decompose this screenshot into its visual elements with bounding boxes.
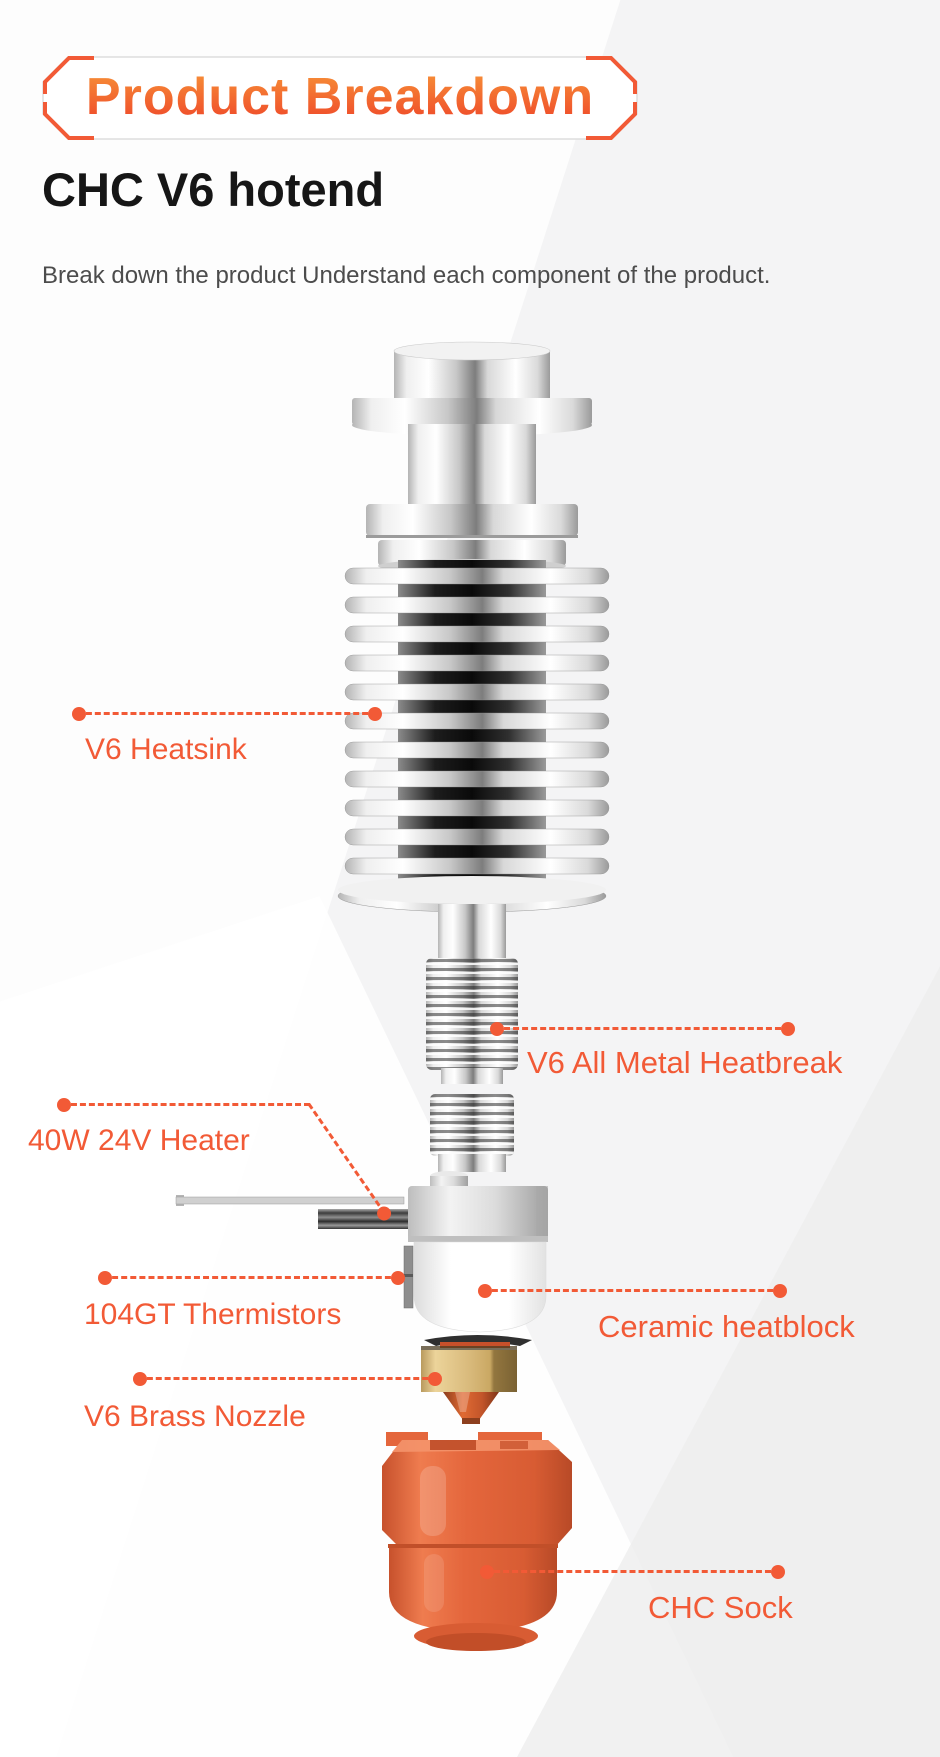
leader-line-nozzle bbox=[133, 1371, 442, 1386]
leader-line-heatsink bbox=[72, 706, 382, 721]
ceramic-heatblock-part bbox=[403, 1171, 548, 1346]
title-plaque: Product Breakdown bbox=[40, 54, 640, 142]
corner-bracket-top-right bbox=[586, 56, 637, 94]
leader-line-heater bbox=[57, 1097, 310, 1112]
label-heatsink: V6 Heatsink bbox=[85, 733, 247, 766]
label-heater: 40W 24V Heater bbox=[28, 1124, 250, 1157]
label-heatblock: Ceramic heatblock bbox=[598, 1309, 855, 1344]
product-title: CHC V6 hotend bbox=[42, 163, 385, 216]
hotend-top-collar bbox=[352, 341, 592, 573]
heater-cartridge bbox=[175, 1195, 434, 1233]
subtitle: Break down the product Understand each c… bbox=[42, 262, 771, 289]
chc-sock-part bbox=[382, 1432, 572, 1651]
label-thermistors: 104GT Thermistors bbox=[84, 1298, 342, 1331]
title-plaque-frame bbox=[42, 56, 638, 140]
leader-line-heatbreak bbox=[490, 1021, 795, 1036]
page-title: Product Breakdown bbox=[40, 54, 640, 142]
leader-line-heatblock bbox=[478, 1283, 787, 1298]
corner-bracket-bottom-left bbox=[43, 102, 94, 140]
heatbreak-threaded bbox=[426, 904, 518, 1172]
corner-bracket-bottom-right bbox=[586, 102, 637, 140]
label-sock: CHC Sock bbox=[648, 1590, 793, 1625]
corner-bracket-top-left bbox=[43, 56, 94, 94]
label-heatbreak: V6 All Metal Heatbreak bbox=[527, 1045, 843, 1080]
leader-line-sock bbox=[480, 1564, 785, 1579]
heatsink-fins bbox=[337, 560, 610, 913]
label-nozzle: V6 Brass Nozzle bbox=[84, 1400, 306, 1433]
leader-line-thermistors bbox=[98, 1270, 405, 1285]
